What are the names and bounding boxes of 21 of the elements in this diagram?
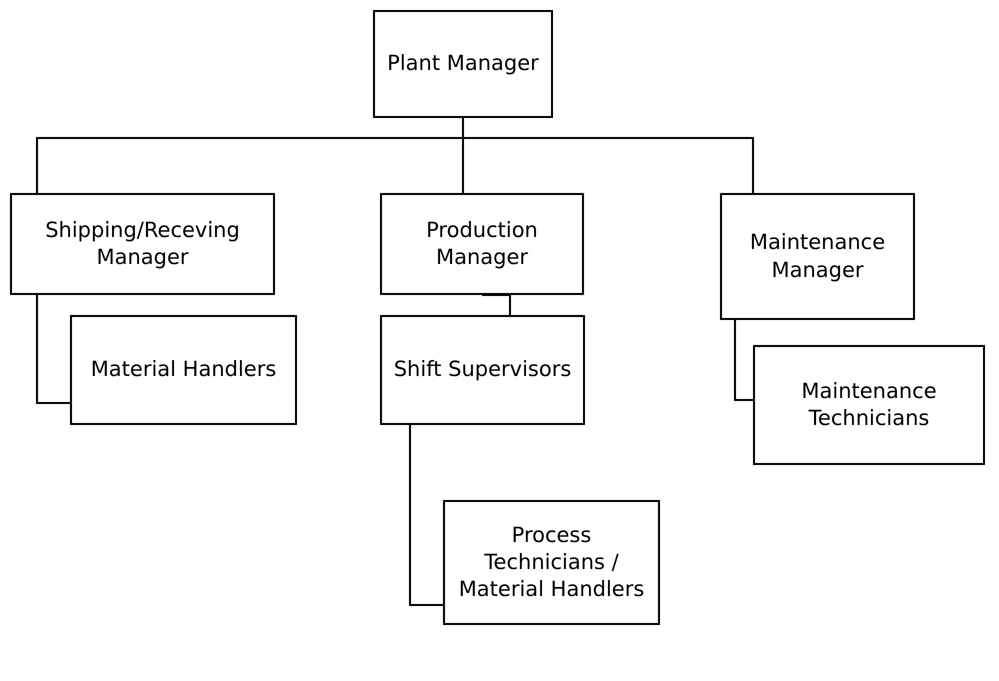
role-title: Process Technicians / Material Handlers: [458, 522, 646, 604]
role-title: Maintenance Technicians: [800, 378, 938, 432]
role-title: Shift Supervisors: [394, 356, 572, 384]
org-box: [753, 345, 985, 465]
org-box: [10, 193, 275, 295]
connector-line: [462, 118, 754, 193]
connector-line: [36, 295, 70, 404]
role-title: Shipping/Receving Manager: [44, 216, 241, 271]
org-box: [70, 315, 297, 425]
org-box: [443, 500, 660, 625]
connector-line: [734, 320, 753, 401]
org-box: [373, 10, 553, 118]
connector-line: [481, 294, 511, 315]
org-box: [380, 193, 584, 295]
org-box: [720, 193, 915, 320]
connector-line: [409, 425, 443, 606]
role-title: Production Manager: [425, 216, 539, 271]
role-title: Plant Manager: [387, 50, 539, 78]
role-title: Material Handlers: [90, 356, 276, 384]
role-title: Maintenance Manager: [748, 229, 886, 284]
org-box: [380, 315, 585, 425]
